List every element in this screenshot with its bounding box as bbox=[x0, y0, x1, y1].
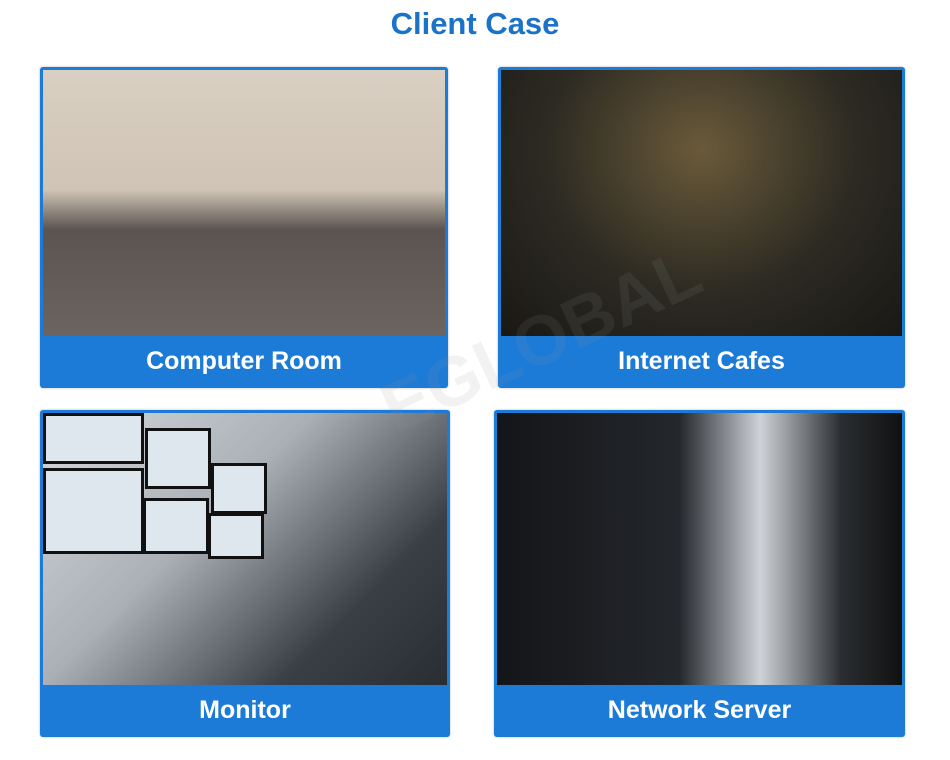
page-title: Client Case bbox=[390, 6, 560, 41]
computer-room-photo bbox=[43, 70, 445, 336]
case-label: Network Server bbox=[607, 696, 792, 724]
internet-cafe-photo bbox=[501, 70, 902, 336]
monitor-room-photo bbox=[43, 413, 447, 685]
case-label: Internet Cafes bbox=[618, 347, 785, 375]
server-room-photo bbox=[497, 413, 902, 685]
case-card-network-server: Network Server bbox=[494, 410, 905, 737]
case-label: Monitor bbox=[199, 696, 291, 724]
case-card-computer-room: Computer Room bbox=[40, 67, 448, 388]
case-card-monitor: Monitor bbox=[40, 410, 450, 737]
case-card-internet-cafes: Internet Cafes bbox=[498, 67, 905, 388]
case-label: Computer Room bbox=[146, 347, 342, 375]
